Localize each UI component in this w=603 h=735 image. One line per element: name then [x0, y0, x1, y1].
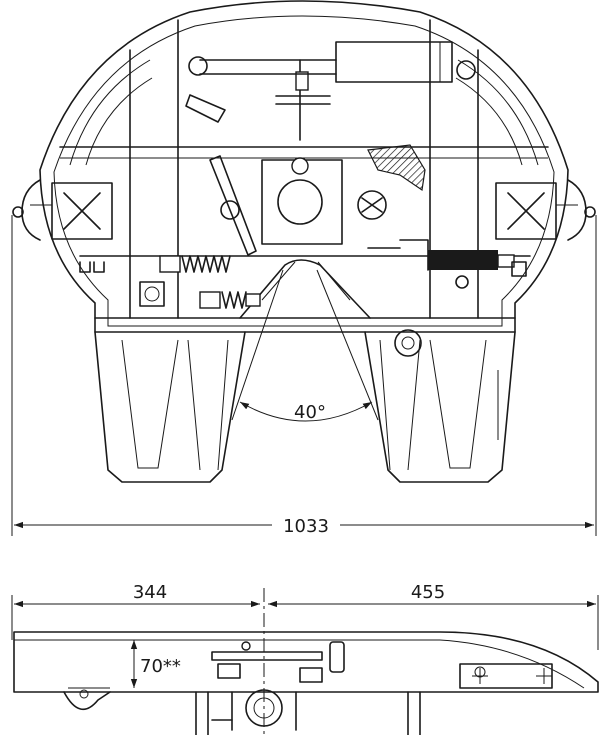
right-ramp	[364, 331, 516, 483]
side-view: 344 455 70**	[11, 582, 599, 735]
top-view	[12, 0, 596, 483]
spring-left-lower	[199, 291, 261, 309]
side-pivot	[245, 689, 283, 727]
left-lever	[209, 155, 257, 256]
cylinder-mount	[456, 60, 476, 80]
throat	[239, 259, 371, 319]
angle-dimension: 40°	[231, 269, 379, 423]
left-roller	[63, 691, 111, 710]
right-lug-hole	[584, 206, 596, 218]
rear-length-label: 455	[411, 582, 445, 603]
spring-left-upper	[159, 255, 231, 273]
height-label: 70**	[140, 656, 181, 677]
spring-right	[367, 239, 515, 271]
groove-right-1	[457, 59, 539, 166]
right-x-box	[495, 182, 557, 240]
width-dimension: 1033	[11, 215, 597, 537]
hatched-wear-plate	[367, 144, 426, 192]
plate-inner-outline	[53, 15, 555, 327]
lower-pivot	[394, 329, 422, 357]
front-length-label: 344	[133, 582, 167, 603]
latch-pivot	[357, 190, 387, 220]
left-x-box	[51, 182, 113, 240]
right-lug	[567, 179, 587, 241]
left-lug-hole	[12, 206, 24, 218]
angle-label: 40°	[294, 402, 326, 423]
plate-outline	[39, 0, 569, 333]
left-ramp	[94, 331, 246, 483]
left-square-fitting	[139, 281, 165, 307]
overall-width-label: 1033	[283, 516, 329, 537]
cylinder	[335, 41, 453, 83]
left-lug	[21, 179, 41, 241]
king-pin-circle	[277, 179, 323, 225]
side-plate	[13, 631, 599, 693]
groove-left-1	[69, 59, 151, 166]
